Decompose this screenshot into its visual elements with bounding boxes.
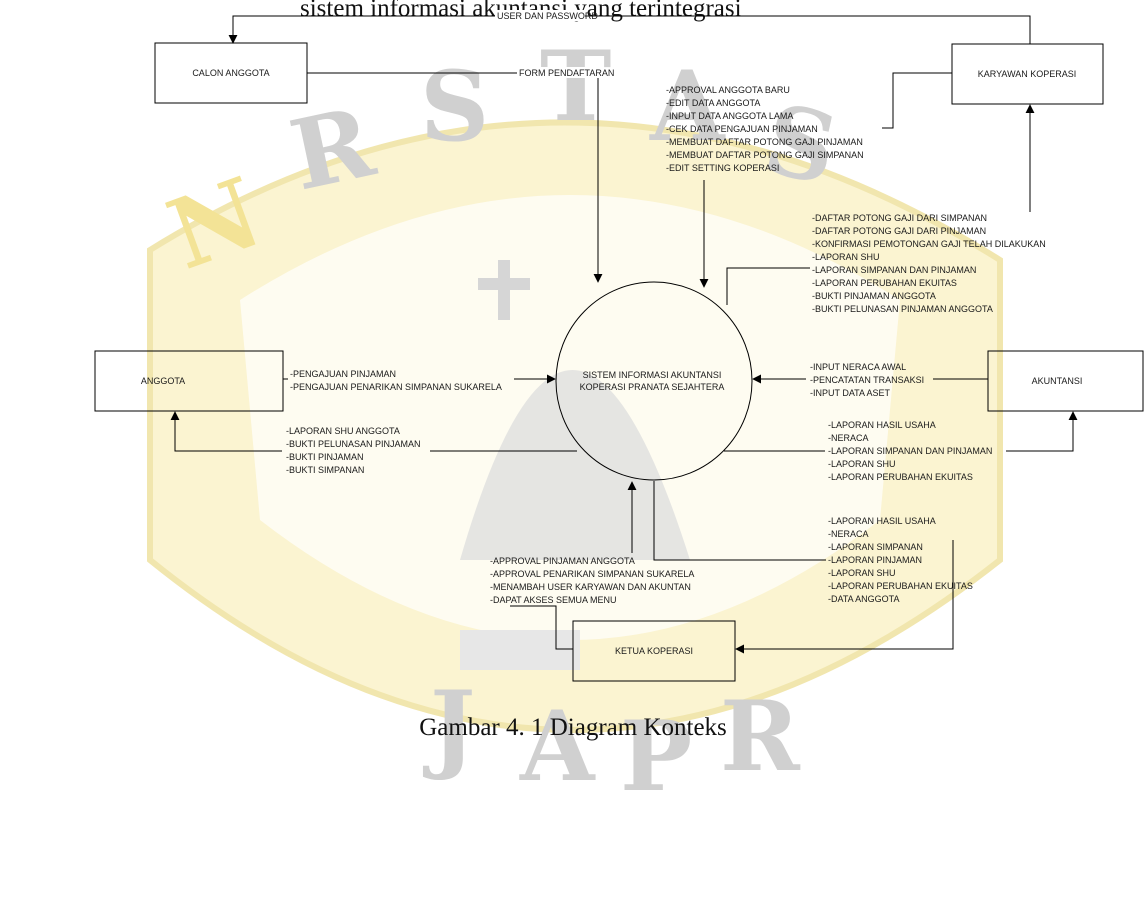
- flow-label: -LAPORAN SIMPANAN DAN PINJAMAN: [828, 446, 992, 456]
- flow-label: -INPUT NERACA AWAL: [810, 362, 906, 372]
- watermark-letters-c: T: [540, 30, 611, 143]
- entity-label: ANGGOTA: [141, 376, 185, 386]
- watermark-letters-g: A: [519, 690, 596, 803]
- entity-calon-anggota: CALON ANGGOTA: [154, 42, 308, 104]
- process-label-line2: KOPERASI PRANATA SEJAHTERA: [580, 382, 725, 392]
- flow-label: -MENAMBAH USER KARYAWAN DAN AKUNTAN: [490, 582, 691, 592]
- flow-label: -BUKTI PINJAMAN: [286, 452, 364, 462]
- flow-karyawan-to-system: -APPROVAL ANGGOTA BARU -EDIT DATA ANGGOT…: [666, 72, 952, 288]
- flow-system-to-karyawan: -DAFTAR POTONG GAJI DARI SIMPANAN -DAFTA…: [726, 104, 1046, 314]
- watermark-letters-b: S: [420, 50, 489, 163]
- flow-label: -INPUT DATA ANGGOTA LAMA: [666, 111, 793, 121]
- flow-label: -LAPORAN HASIL USAHA: [828, 420, 936, 430]
- flow-label: -MEMBUAT DAFTAR POTONG GAJI SIMPANAN: [666, 150, 864, 160]
- flow-label: -KONFIRMASI PEMOTONGAN GAJI TELAH DILAKU…: [812, 239, 1046, 249]
- flow-label: -BUKTI PINJAMAN ANGGOTA: [812, 291, 936, 301]
- entity-anggota: ANGGOTA: [94, 350, 284, 412]
- flow-label: -DAFTAR POTONG GAJI DARI SIMPANAN: [812, 213, 987, 223]
- entity-label: KETUA KOPERASI: [615, 646, 693, 656]
- process-circle: SISTEM INFORMASI AKUNTANSI KOPERASI PRAN…: [555, 281, 753, 481]
- flow-label: -LAPORAN SHU: [828, 459, 896, 469]
- flow-label: -LAPORAN PINJAMAN: [828, 555, 922, 565]
- flow-system-to-ketua: -LAPORAN HASIL USAHA -NERACA -LAPORAN SI…: [653, 481, 973, 654]
- flow-akuntansi-to-system: -INPUT NERACA AWAL -PENCATATAN TRANSAKSI…: [752, 362, 988, 398]
- flow-label: FORM PENDAFTARAN: [519, 68, 614, 78]
- flow-label: -APPROVAL PINJAMAN ANGGOTA: [490, 556, 635, 566]
- flow-label: -LAPORAN HASIL USAHA: [828, 516, 936, 526]
- flow-user-password: USER DAN PASSWORD: [228, 10, 1031, 44]
- flow-label: -DATA ANGGOTA: [828, 594, 900, 604]
- entity-akuntansi: AKUNTANSI: [987, 350, 1144, 412]
- watermark-letters-i: R: [720, 680, 801, 793]
- figure-caption: Gambar 4. 1 Diagram Konteks: [419, 714, 727, 741]
- flow-label: -MEMBUAT DAFTAR POTONG GAJI PINJAMAN: [666, 137, 863, 147]
- university-seal-watermark: N R S T A S J A P R: [147, 30, 1003, 813]
- flow-label: -LAPORAN SHU: [812, 252, 880, 262]
- flow-label: -PENGAJUAN PENARIKAN SIMPANAN SUKARELA: [290, 382, 502, 392]
- process-label-line1: SISTEM INFORMASI AKUNTANSI: [583, 370, 722, 380]
- flow-label-group: -DAFTAR POTONG GAJI DARI SIMPANAN -DAFTA…: [812, 213, 1046, 314]
- entity-ketua-koperasi: KETUA KOPERASI: [572, 620, 736, 682]
- entity-label: KARYAWAN KOPERASI: [978, 69, 1077, 79]
- flow-label: -EDIT SETTING KOPERASI: [666, 163, 779, 173]
- flow-label: -LAPORAN PERUBAHAN EKUITAS: [828, 472, 973, 482]
- flow-anggota-to-system: -PENGAJUAN PINJAMAN -PENGAJUAN PENARIKAN…: [283, 369, 556, 392]
- flow-label: -LAPORAN PERUBAHAN EKUITAS: [812, 278, 957, 288]
- watermark-letters-d: A: [649, 50, 726, 163]
- flow-label: -LAPORAN SHU ANGGOTA: [286, 426, 400, 436]
- entity-karyawan-koperasi: KARYAWAN KOPERASI: [951, 43, 1104, 105]
- flow-label: -EDIT DATA ANGGOTA: [666, 98, 760, 108]
- flow-ketua-to-system: -APPROVAL PINJAMAN ANGGOTA -APPROVAL PEN…: [490, 481, 694, 650]
- flow-label: -PENGAJUAN PINJAMAN: [290, 369, 396, 379]
- flow-label: -APPROVAL ANGGOTA BARU: [666, 85, 790, 95]
- flow-label: -DAFTAR POTONG GAJI DARI PINJAMAN: [812, 226, 986, 236]
- flow-system-to-akuntansi: -LAPORAN HASIL USAHA -NERACA -LAPORAN SI…: [724, 411, 1078, 482]
- flow-label-group: -APPROVAL ANGGOTA BARU -EDIT DATA ANGGOT…: [666, 85, 864, 173]
- flow-label: -LAPORAN SHU: [828, 568, 896, 578]
- flow-label: -CEK DATA PENGAJUAN PINJAMAN: [666, 124, 818, 134]
- flow-label: -LAPORAN SIMPANAN DAN PINJAMAN: [812, 265, 976, 275]
- flow-system-to-anggota: -LAPORAN SHU ANGGOTA -BUKTI PELUNASAN PI…: [170, 411, 577, 475]
- flow-label: -BUKTI PELUNASAN PINJAMAN ANGGOTA: [812, 304, 993, 314]
- watermark-letters-f: J: [422, 670, 475, 783]
- flow-label: -DAPAT AKSES SEMUA MENU: [490, 595, 617, 605]
- flow-label: -BUKTI PELUNASAN PINJAMAN: [286, 439, 421, 449]
- flow-label: -PENCATATAN TRANSAKSI: [810, 375, 924, 385]
- flow-label: -NERACA: [828, 529, 869, 539]
- flow-form-pendaftaran: FORM PENDAFTARAN: [307, 67, 614, 283]
- flow-label: -NERACA: [828, 433, 869, 443]
- flow-label: -LAPORAN SIMPANAN: [828, 542, 923, 552]
- flow-label: -APPROVAL PENARIKAN SIMPANAN SUKARELA: [490, 569, 694, 579]
- watermark-letters-h: P: [620, 700, 692, 813]
- entity-label: AKUNTANSI: [1032, 376, 1083, 386]
- flow-label: -INPUT DATA ASET: [810, 388, 891, 398]
- flow-label: -LAPORAN PERUBAHAN EKUITAS: [828, 581, 973, 591]
- flow-label: USER DAN PASSWORD: [497, 11, 598, 21]
- flow-label: -BUKTI SIMPANAN: [286, 465, 364, 475]
- entity-label: CALON ANGGOTA: [192, 68, 269, 78]
